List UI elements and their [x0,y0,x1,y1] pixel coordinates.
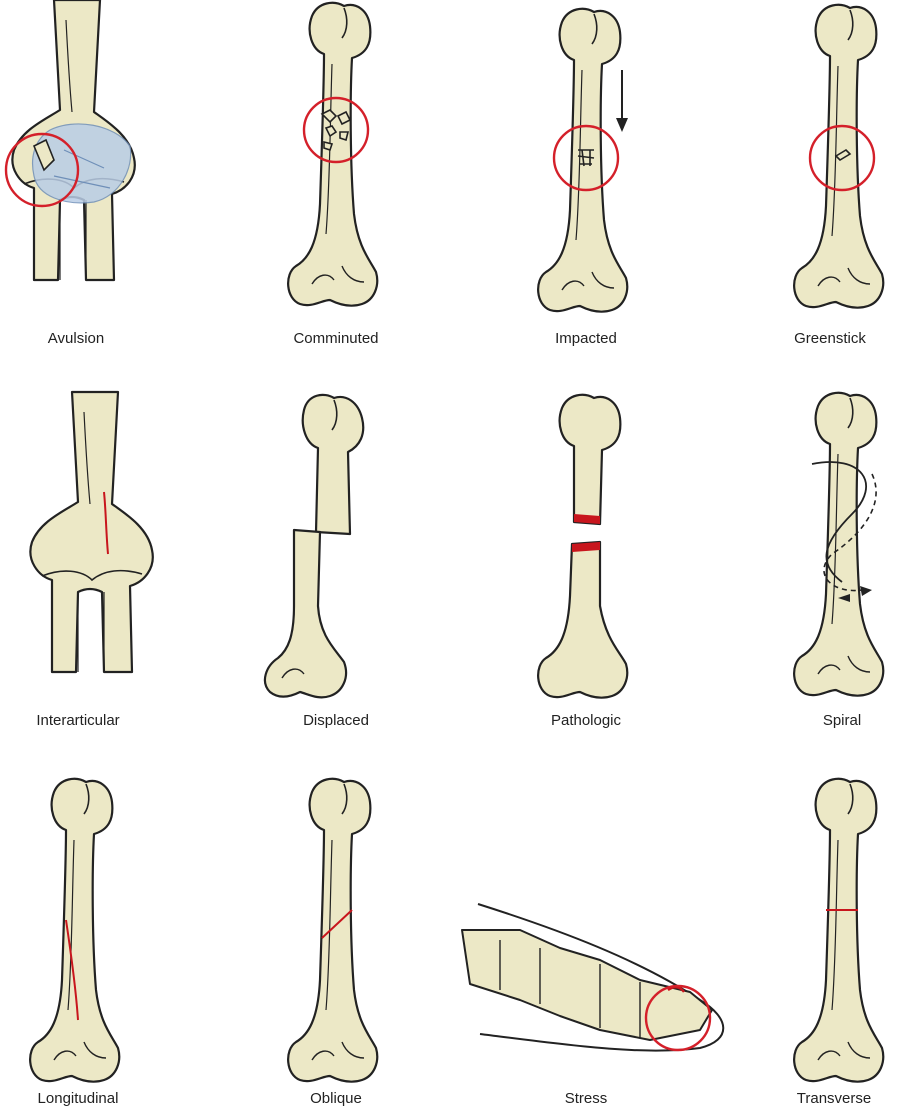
caption-pathologic: Pathologic [486,712,686,729]
caption-spiral: Spiral [742,712,903,729]
impacted-figure [538,9,628,312]
caption-oblique: Oblique [236,1090,436,1107]
oblique-figure [288,779,377,1082]
avulsion-figure [6,0,135,280]
transverse-figure [794,779,883,1082]
caption-displaced: Displaced [236,712,436,729]
caption-impacted: Impacted [486,330,686,347]
caption-transverse: Transverse [734,1090,903,1107]
caption-interarticular: Interarticular [0,712,178,729]
pathologic-figure [538,395,627,698]
caption-avulsion: Avulsion [0,330,176,347]
caption-longitudinal: Longitudinal [0,1090,178,1107]
longitudinal-figure [30,779,119,1082]
stress-figure [462,904,723,1051]
spiral-figure [794,393,883,696]
greenstick-figure [794,5,883,308]
caption-stress: Stress [486,1090,686,1107]
caption-comminuted: Comminuted [236,330,436,347]
comminuted-figure [288,3,377,306]
caption-greenstick: Greenstick [730,330,903,347]
displaced-figure [265,395,363,697]
interarticular-figure [30,392,152,672]
